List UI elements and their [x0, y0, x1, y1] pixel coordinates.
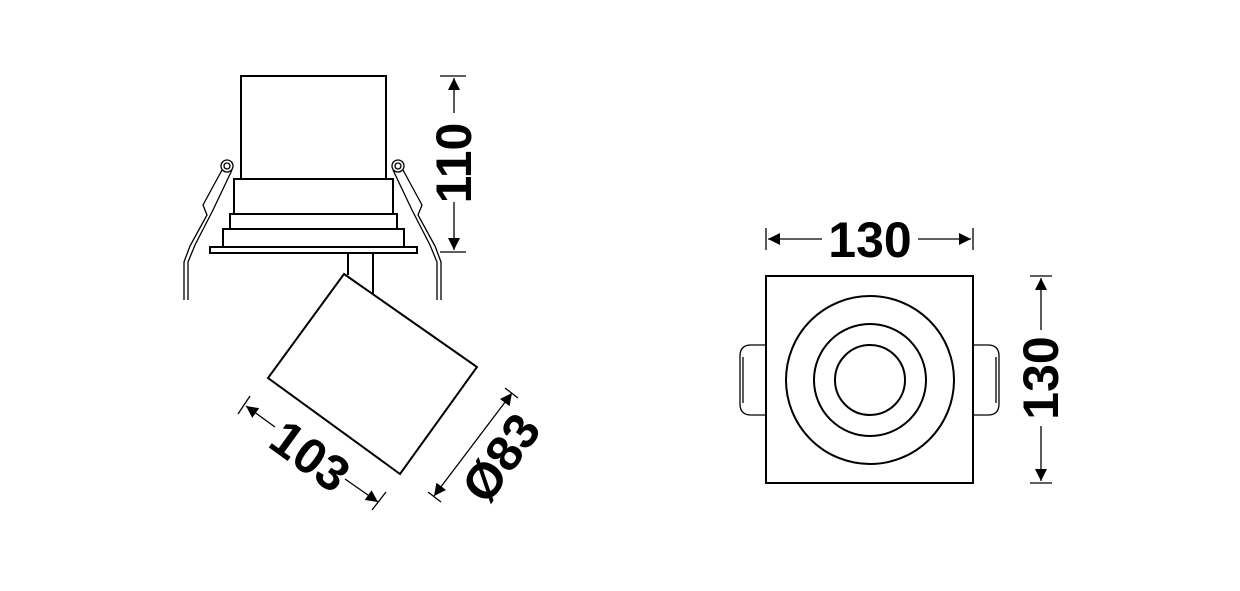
length-label: 103 [260, 409, 360, 503]
height-label: 110 [426, 123, 482, 204]
spring-clip-left [183, 159, 234, 300]
width-dimension-130: 130 [765, 212, 974, 268]
diameter-label: Ø83 [451, 403, 552, 512]
height-dimension-110: 110 [426, 75, 482, 253]
lens [834, 344, 906, 416]
length-dimension-103: 103 [237, 395, 387, 511]
diameter-dimension-83: Ø83 [427, 387, 552, 513]
flange [209, 246, 418, 254]
spring-clip-right [391, 159, 442, 300]
housing-ring [233, 178, 394, 215]
width-label: 130 [828, 212, 911, 268]
lamp-housing-top [240, 75, 387, 180]
top-view: 130 130 [739, 212, 1069, 484]
housing-ring-3 [222, 228, 405, 248]
side-tab-right [973, 344, 1000, 416]
trim-square [765, 275, 974, 484]
height-dimension-130: 130 [1013, 275, 1069, 484]
side-tab-left [739, 344, 766, 416]
housing-ring-2 [229, 213, 398, 230]
outer-ring [785, 295, 955, 465]
spotlight-cylinder [266, 272, 479, 476]
side-view: 110 103 Ø83 [183, 75, 552, 513]
height-label: 130 [1013, 336, 1069, 419]
middle-ring [813, 323, 927, 437]
